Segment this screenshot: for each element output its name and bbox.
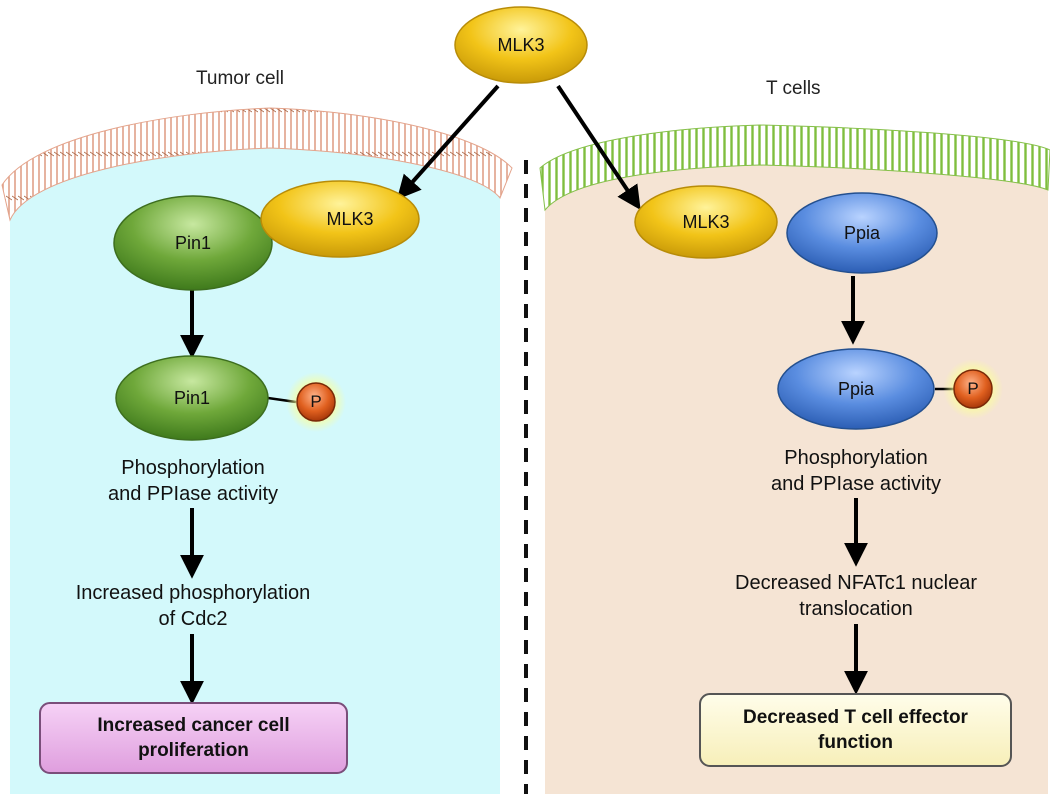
ppia-phospho-node — [777, 348, 935, 430]
outcome-left-box — [39, 702, 348, 774]
right-activity-line-2: and PPIase activity — [770, 473, 942, 495]
right-activity-label: Phosphorylation and PPIase activity — [700, 445, 1012, 497]
t-cell-title: T cells — [766, 78, 821, 99]
t-cell — [539, 124, 1050, 794]
outcome-right-box — [699, 693, 1012, 767]
left-activity-label: Phosphorylation and PPIase activity — [40, 455, 346, 507]
arrow-mlk3-to-tumor — [396, 84, 500, 200]
right-nfat-line-2: translocation — [799, 598, 913, 620]
left-cdc2-line-1: Increased phosphorylation — [75, 582, 311, 604]
right-activity-line-1: Phosphorylation — [784, 447, 928, 469]
tumor-cell — [1, 107, 513, 794]
mlk3-tumor-node — [260, 180, 420, 258]
tumor-cell-membrane — [1, 107, 513, 222]
arrow-mlk3-to-tcell — [556, 84, 641, 210]
arrows — [180, 84, 868, 705]
mlk3-tcell-node — [634, 185, 778, 259]
pin1-node — [113, 195, 273, 291]
pin1-phospho-node — [115, 355, 269, 441]
ppia-node — [786, 192, 938, 274]
mlk3-top-node — [454, 6, 588, 84]
tumor-cell-title: Tumor cell — [196, 68, 284, 89]
phospho-right-node — [953, 369, 993, 409]
t-cell-body — [545, 165, 1048, 794]
tumor-cell-body — [10, 148, 500, 794]
left-activity-line-2: and PPIase activity — [107, 483, 279, 505]
phospho-left-node — [296, 382, 336, 422]
left-activity-line-1: Phosphorylation — [121, 457, 265, 479]
right-nfat-label: Decreased NFATc1 nuclear translocation — [690, 570, 1022, 622]
t-cell-membrane — [539, 124, 1050, 212]
left-cdc2-line-2: of Cdc2 — [158, 608, 228, 630]
left-cdc2-label: Increased phosphorylation of Cdc2 — [20, 580, 366, 632]
right-nfat-line-1: Decreased NFATc1 nuclear — [735, 572, 977, 594]
